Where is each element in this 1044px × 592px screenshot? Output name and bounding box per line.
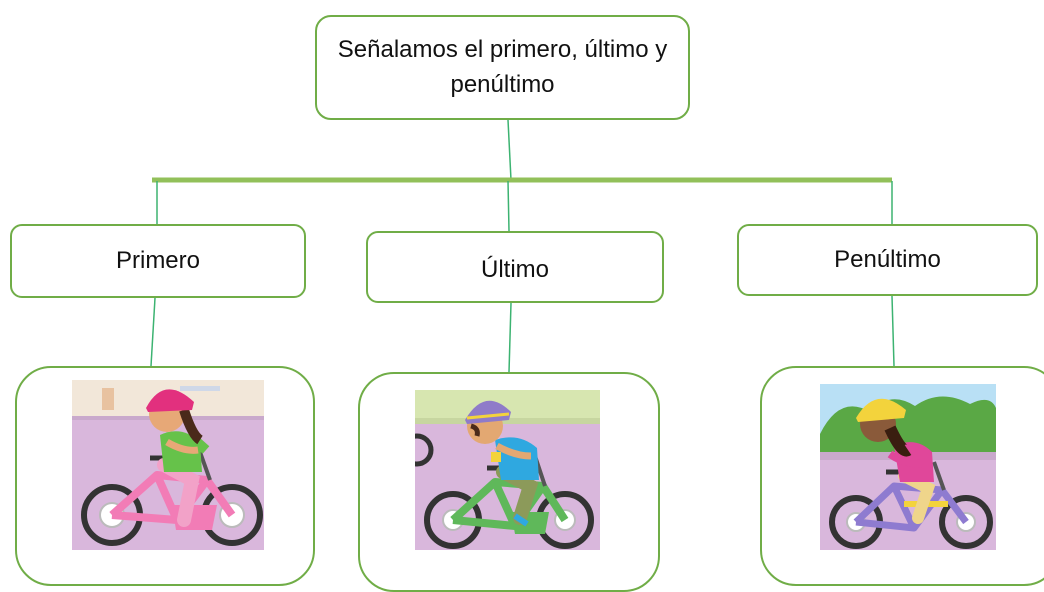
connector-primero-to-picture	[150, 297, 156, 367]
connector-penultimo-to-picture	[891, 295, 895, 367]
connector-title-to-bar	[507, 119, 512, 181]
boy-purple-helmet-on-bicycle-icon	[415, 390, 600, 550]
label-ultimo: Último	[480, 256, 549, 283]
girl-pink-helmet-on-bicycle-icon	[72, 380, 264, 550]
connector-ultimo-to-picture	[508, 302, 512, 373]
girl-yellow-helmet-on-bicycle-icon	[820, 384, 996, 550]
connector-bar-to-ultimo	[507, 180, 510, 232]
title-text: Señalamos el primero, último y penúltimo	[337, 36, 668, 98]
label-box-primero: Primero	[10, 224, 306, 298]
label-primero: Primero	[115, 247, 200, 274]
title-box: Señalamos el primero, último y penúltimo	[315, 15, 690, 120]
label-box-ultimo: Último	[366, 231, 664, 303]
connector-lines	[150, 119, 895, 373]
label-penultimo: Penúltimo	[834, 246, 941, 273]
label-box-penultimo: Penúltimo	[737, 224, 1038, 296]
